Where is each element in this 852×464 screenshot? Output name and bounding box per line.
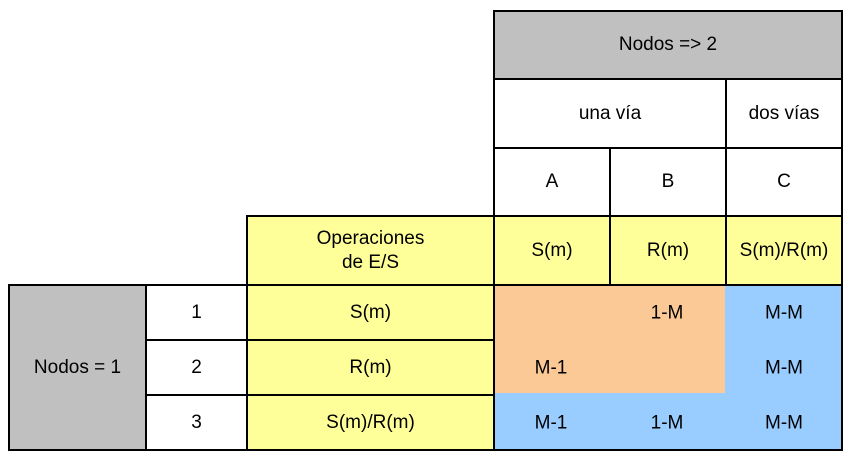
row-1-operation: S(m) xyxy=(246,284,495,341)
row-2-number: 2 xyxy=(145,339,248,396)
una-via-label: una vía xyxy=(578,102,642,124)
row-3-number-label: 3 xyxy=(191,411,202,433)
column-b-label: B xyxy=(661,171,675,193)
result-row3-b: 1-M xyxy=(650,412,684,434)
io-value-b-label: R(m) xyxy=(646,239,690,261)
io-value-c: S(m)/R(m) xyxy=(725,215,843,286)
result-row1-b: 1-M xyxy=(650,302,684,324)
column-a-label: A xyxy=(545,171,559,193)
results-border-bottom xyxy=(493,449,843,451)
io-operations-header: Operaciones de E/S xyxy=(246,215,495,286)
result-row3-a: M-1 xyxy=(534,412,568,434)
nodos-single-header: Nodos = 1 xyxy=(8,284,147,451)
nodos-multi-label: Nodos => 2 xyxy=(618,34,718,56)
results-border-left xyxy=(493,284,495,451)
row-3-operation-label: S(m)/R(m) xyxy=(326,411,415,433)
row-1-number-label: 1 xyxy=(191,301,202,323)
nodos-multi-header: Nodos => 2 xyxy=(493,10,843,80)
io-value-a: S(m) xyxy=(493,215,611,286)
nodos-single-label: Nodos = 1 xyxy=(33,356,122,378)
result-row1-c: M-M xyxy=(765,302,803,324)
dos-vias-label: dos vías xyxy=(748,102,820,124)
row-2-operation-label: R(m) xyxy=(349,356,392,378)
row-3-region xyxy=(495,393,725,449)
io-operations-label: Operaciones de E/S xyxy=(316,227,425,273)
row-2-operation: R(m) xyxy=(246,339,495,396)
result-row2-a: M-1 xyxy=(534,357,568,379)
row-3-number: 3 xyxy=(145,394,248,451)
column-b-header: B xyxy=(609,147,727,217)
m-to-m-column-region xyxy=(725,286,841,449)
result-row3-c: M-M xyxy=(765,412,803,434)
row-3-operation: S(m)/R(m) xyxy=(246,394,495,451)
row-1-number: 1 xyxy=(145,284,248,341)
column-a-header: A xyxy=(493,147,611,217)
result-row2-c: M-M xyxy=(765,357,803,379)
column-c-label: C xyxy=(777,171,791,193)
io-value-b: R(m) xyxy=(609,215,727,286)
results-border-right xyxy=(841,284,843,451)
una-via-header: una vía xyxy=(493,78,727,149)
column-c-header: C xyxy=(725,147,843,217)
one-way-region xyxy=(495,286,725,393)
io-value-c-label: S(m)/R(m) xyxy=(739,239,829,261)
row-1-operation-label: S(m) xyxy=(349,301,392,323)
row-2-number-label: 2 xyxy=(191,356,202,378)
dos-vias-header: dos vías xyxy=(725,78,843,149)
io-value-a-label: S(m) xyxy=(531,239,573,261)
